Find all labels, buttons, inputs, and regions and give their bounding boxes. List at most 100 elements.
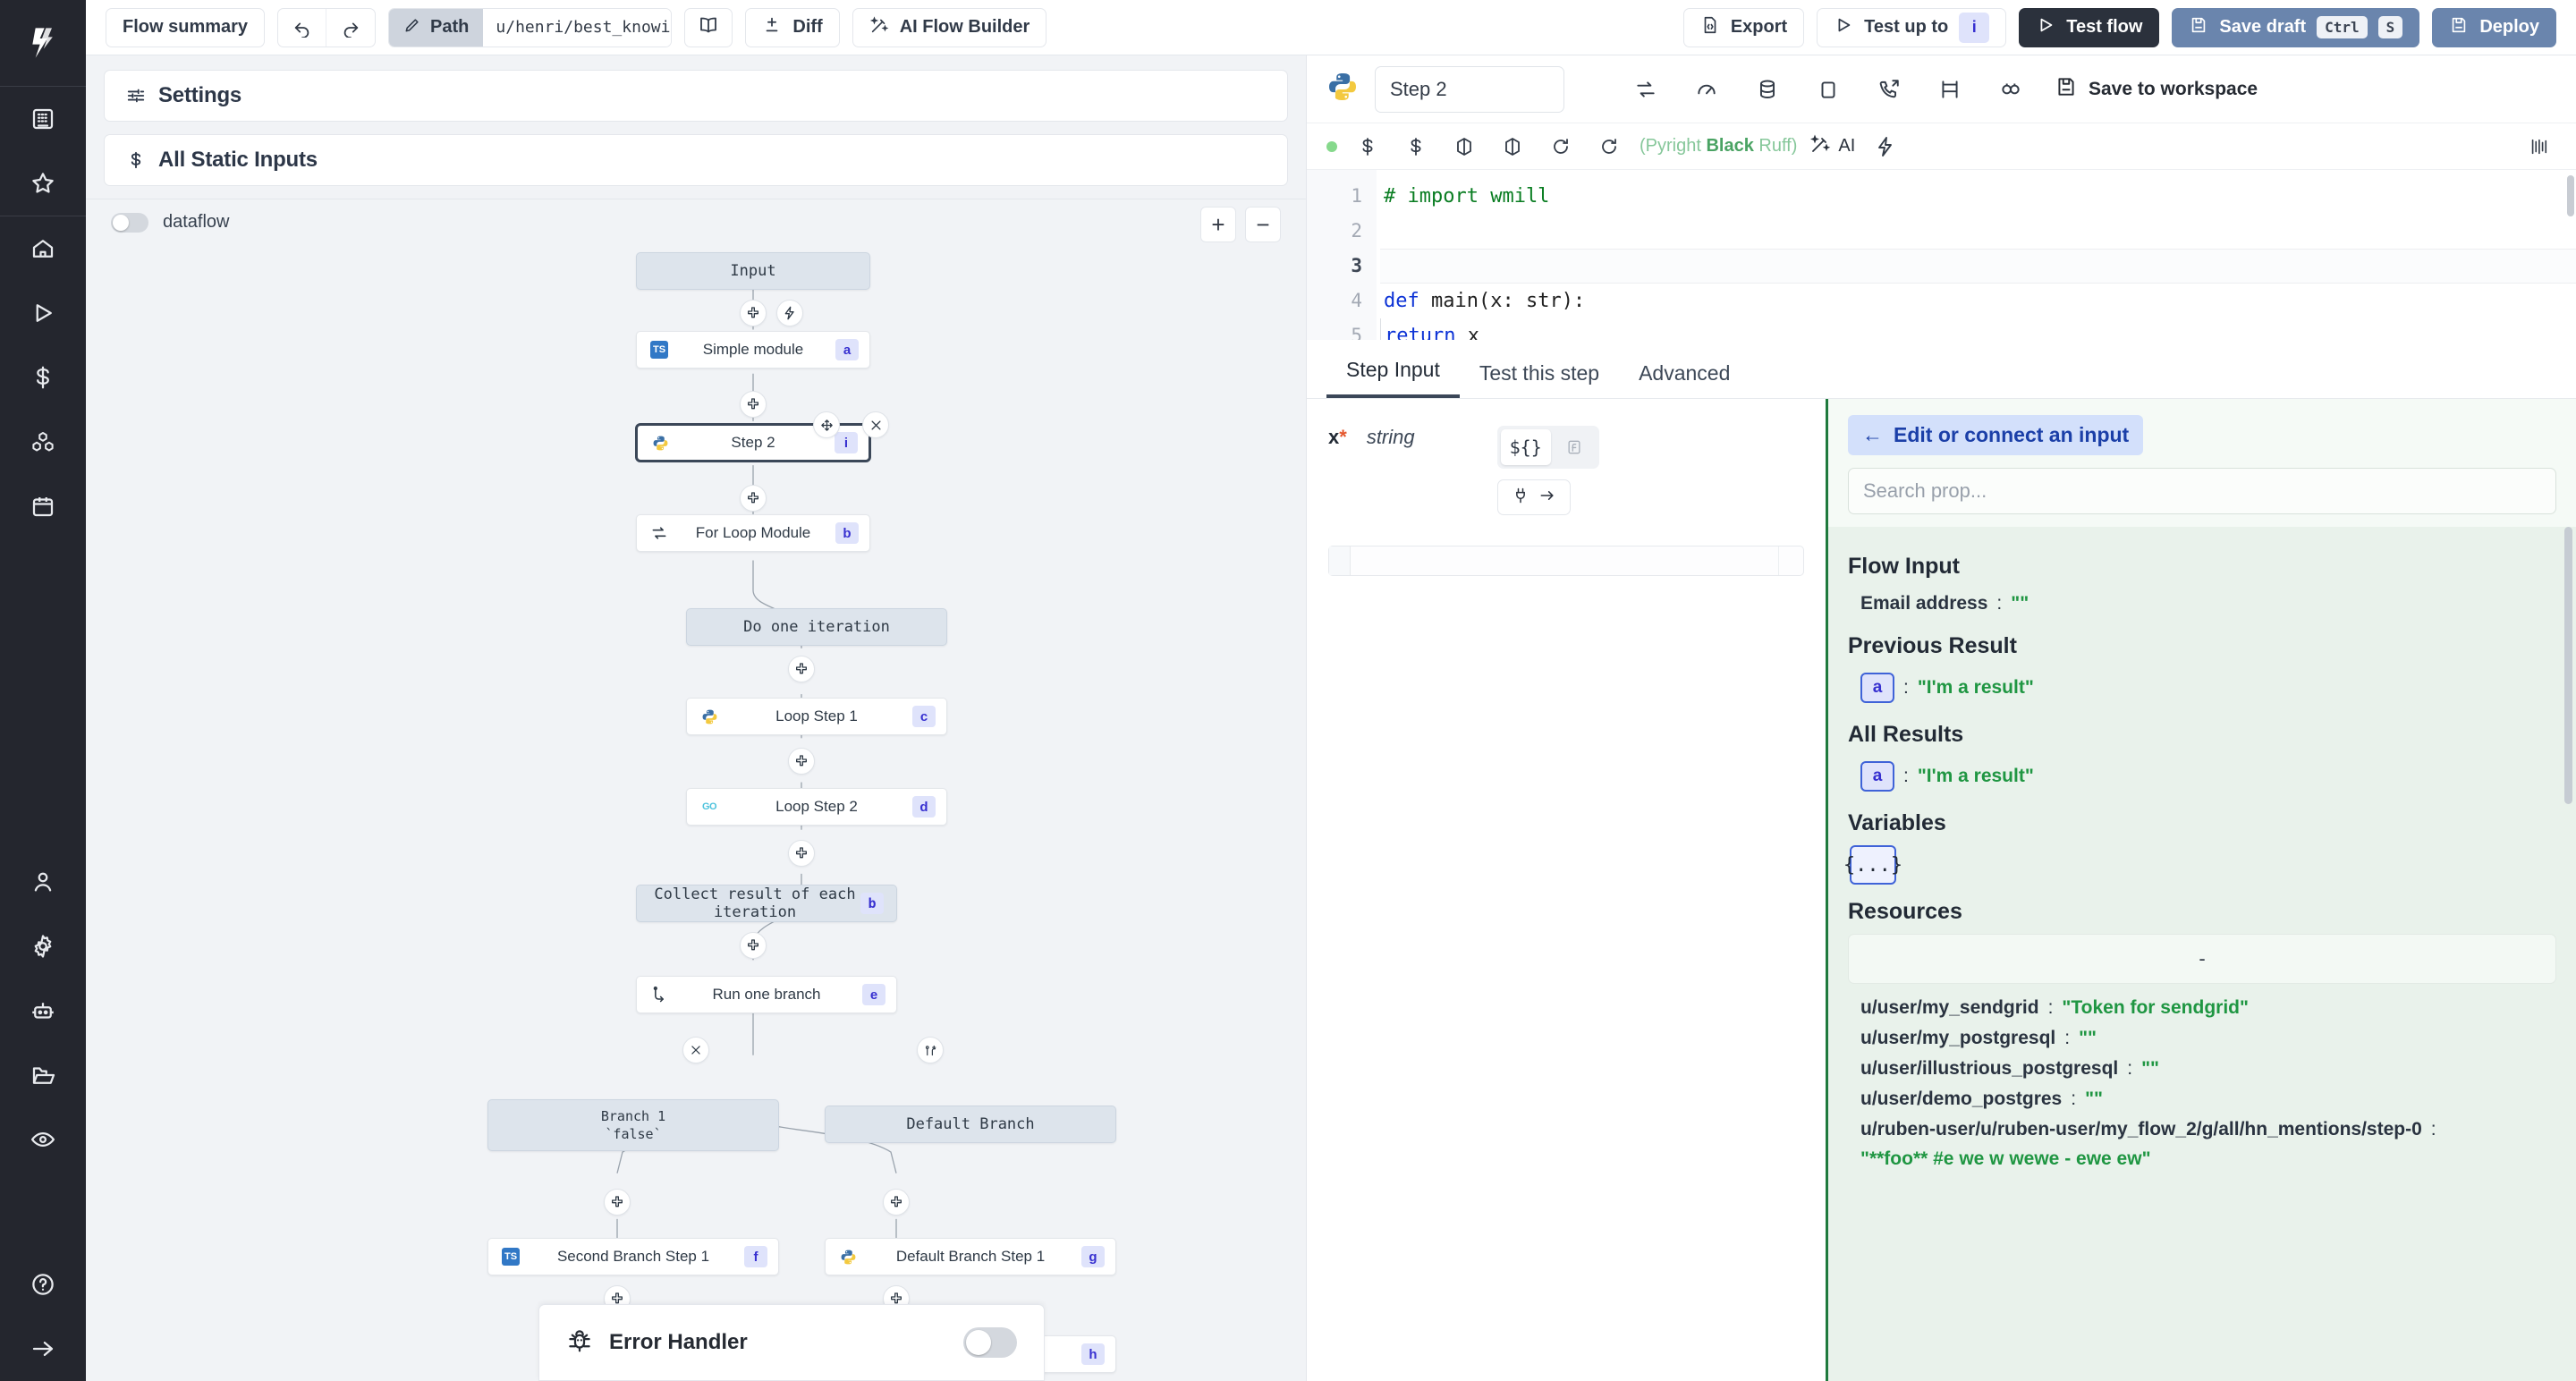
zoom-out-button[interactable]: − — [1245, 207, 1281, 242]
save-draft-button[interactable]: Save draft Ctrl S — [2172, 7, 2420, 47]
value-actions[interactable] — [1778, 546, 1803, 575]
flow-node-simple-module[interactable]: TS Simple module a — [636, 331, 870, 369]
add-step-button[interactable] — [788, 656, 815, 682]
path-input[interactable]: u/henri/best_knowi — [483, 8, 672, 47]
connect-row[interactable]: u/ruben-user/u/ruben-user/my_flow_2/g/al… — [1848, 1114, 2556, 1145]
row-badge[interactable]: a — [1860, 673, 1894, 703]
remove-branch-button[interactable] — [682, 1037, 709, 1063]
connect-row[interactable]: u/user/demo_postgres : "" — [1848, 1084, 2556, 1114]
flow-canvas[interactable]: Input TS Simple module a — [86, 245, 1306, 1381]
sidebar-item-runs[interactable] — [0, 281, 86, 345]
package-alt-icon[interactable] — [1495, 129, 1530, 165]
connect-row[interactable]: a : "I'm a result" — [1848, 668, 2556, 707]
flow-node-branch-1[interactable]: Branch 1 `false` — [487, 1099, 779, 1151]
tab-step-input[interactable]: Step Input — [1326, 358, 1460, 398]
flow-path-control[interactable]: Path u/henri/best_knowi — [388, 7, 673, 47]
code-content[interactable]: # import wmill def main(x: str): return … — [1377, 170, 2576, 340]
flow-node-do-one-iteration[interactable]: Do one iteration — [686, 608, 947, 646]
diff-button[interactable]: Diff — [745, 7, 840, 47]
add-step-button[interactable] — [883, 1189, 910, 1216]
add-branch-button[interactable] — [917, 1037, 944, 1063]
connect-row[interactable]: u/user/illustrious_postgresql : "" — [1848, 1054, 2556, 1084]
suspend-flag-icon[interactable] — [1928, 67, 1972, 112]
flow-node-for-loop-module[interactable]: For Loop Module b — [636, 514, 870, 552]
connect-row[interactable]: Email address : "" — [1848, 589, 2556, 619]
tab-advanced[interactable]: Advanced — [1639, 361, 1731, 385]
dataflow-toggle[interactable] — [111, 212, 148, 233]
sidebar-collapse-button[interactable] — [0, 1317, 86, 1381]
function-mode-button[interactable] — [1553, 429, 1596, 465]
move-step-handle[interactable] — [813, 411, 840, 438]
editor-scrollbar[interactable] — [2567, 175, 2574, 216]
columns-icon[interactable] — [2521, 129, 2556, 165]
sidebar-item-variables[interactable] — [0, 345, 86, 410]
refresh-icon[interactable] — [1543, 129, 1579, 165]
static-inputs-accordion[interactable]: All Static Inputs — [104, 134, 1288, 186]
template-mode-button[interactable]: ${} — [1500, 429, 1551, 465]
sidebar-item-audit[interactable] — [0, 1107, 86, 1172]
step-name-input[interactable]: Step 2 — [1375, 65, 1564, 113]
settings-accordion[interactable]: Settings — [104, 70, 1288, 122]
sidebar-item-schedules[interactable] — [0, 474, 86, 538]
sidebar-item-resources[interactable] — [0, 410, 86, 474]
add-step-button[interactable] — [788, 748, 815, 775]
save-to-workspace-button[interactable]: Save to workspace — [2055, 75, 2258, 104]
flow-node-input[interactable]: Input — [636, 252, 870, 290]
add-step-button[interactable] — [740, 300, 767, 326]
flow-node-default-branch-step-1[interactable]: Default Branch Step 1 g — [825, 1238, 1116, 1275]
sidebar-item-workers[interactable] — [0, 979, 86, 1043]
variables-object-button[interactable]: {...} — [1843, 845, 1902, 885]
flow-node-second-branch-step-1[interactable]: TS Second Branch Step 1 f — [487, 1238, 779, 1275]
code-editor[interactable]: 1 2 3 4 5 # import wmill def main(x: str… — [1307, 170, 2576, 340]
ai-flow-builder-button[interactable]: AI Flow Builder — [852, 7, 1047, 47]
redo-icon[interactable] — [326, 9, 375, 47]
docs-button[interactable] — [684, 7, 733, 47]
tab-test-this-step[interactable]: Test this step — [1479, 361, 1600, 385]
mock-icon[interactable] — [1988, 67, 2033, 112]
connect-row[interactable]: u/user/my_sendgrid : "Token for sendgrid… — [1848, 993, 2556, 1023]
search-prop-input[interactable]: Search prop... — [1848, 468, 2556, 514]
app-logo[interactable] — [0, 0, 86, 86]
connect-input-button[interactable] — [1496, 479, 1571, 515]
sidebar-item-home[interactable] — [0, 216, 86, 281]
ai-assist-button[interactable]: AI — [1809, 133, 1855, 160]
add-step-button[interactable] — [788, 840, 815, 867]
flow-node-step-2[interactable]: Step 2 i — [636, 424, 870, 462]
sidebar-item-workspace[interactable] — [0, 87, 86, 151]
sidebar-item-settings[interactable] — [0, 914, 86, 979]
lightning-icon[interactable] — [1868, 129, 1903, 165]
dollar-alt-icon[interactable] — [1398, 129, 1434, 165]
add-step-button[interactable] — [740, 391, 767, 418]
deploy-button[interactable]: Deploy — [2432, 7, 2556, 47]
sidebar-item-favorites[interactable] — [0, 151, 86, 216]
sidebar-item-help[interactable] — [0, 1252, 86, 1317]
path-label-group[interactable]: Path — [389, 8, 484, 47]
stop-square-icon[interactable] — [1806, 67, 1851, 112]
connect-row[interactable]: u/user/my_postgresql : "" — [1848, 1023, 2556, 1054]
cache-database-icon[interactable] — [1745, 67, 1790, 112]
dollar-icon[interactable] — [1350, 129, 1385, 165]
row-badge[interactable]: a — [1860, 761, 1894, 792]
retry-loop-icon[interactable] — [1623, 67, 1668, 112]
sidebar-item-users[interactable] — [0, 850, 86, 914]
test-flow-button[interactable]: Test flow — [2019, 7, 2160, 47]
error-handler-toggle[interactable] — [963, 1327, 1017, 1358]
refresh-alt-icon[interactable] — [1591, 129, 1627, 165]
delete-step-button[interactable] — [862, 411, 889, 438]
flow-summary-button[interactable]: Flow summary — [106, 7, 266, 47]
export-button[interactable]: Export — [1682, 7, 1805, 47]
flow-node-default-branch[interactable]: Default Branch — [825, 1106, 1116, 1143]
connect-row[interactable]: a : "I'm a result" — [1848, 757, 2556, 796]
add-trigger-button[interactable] — [776, 300, 803, 326]
package-icon[interactable] — [1446, 129, 1482, 165]
error-handler-bar[interactable]: Error Handler — [538, 1304, 1045, 1381]
add-step-button[interactable] — [604, 1189, 631, 1216]
timeout-gauge-icon[interactable] — [1684, 67, 1729, 112]
early-stop-phone-icon[interactable] — [1867, 67, 1911, 112]
resource-selector[interactable]: - — [1848, 934, 2556, 984]
test-up-to-button[interactable]: Test up to i — [1817, 7, 2007, 47]
connect-panel-scrollbar[interactable] — [2564, 527, 2572, 804]
zoom-in-button[interactable]: + — [1200, 207, 1236, 242]
add-step-button[interactable] — [740, 485, 767, 512]
flow-node-collect-result[interactable]: Collect result of each iteration b — [636, 885, 897, 922]
